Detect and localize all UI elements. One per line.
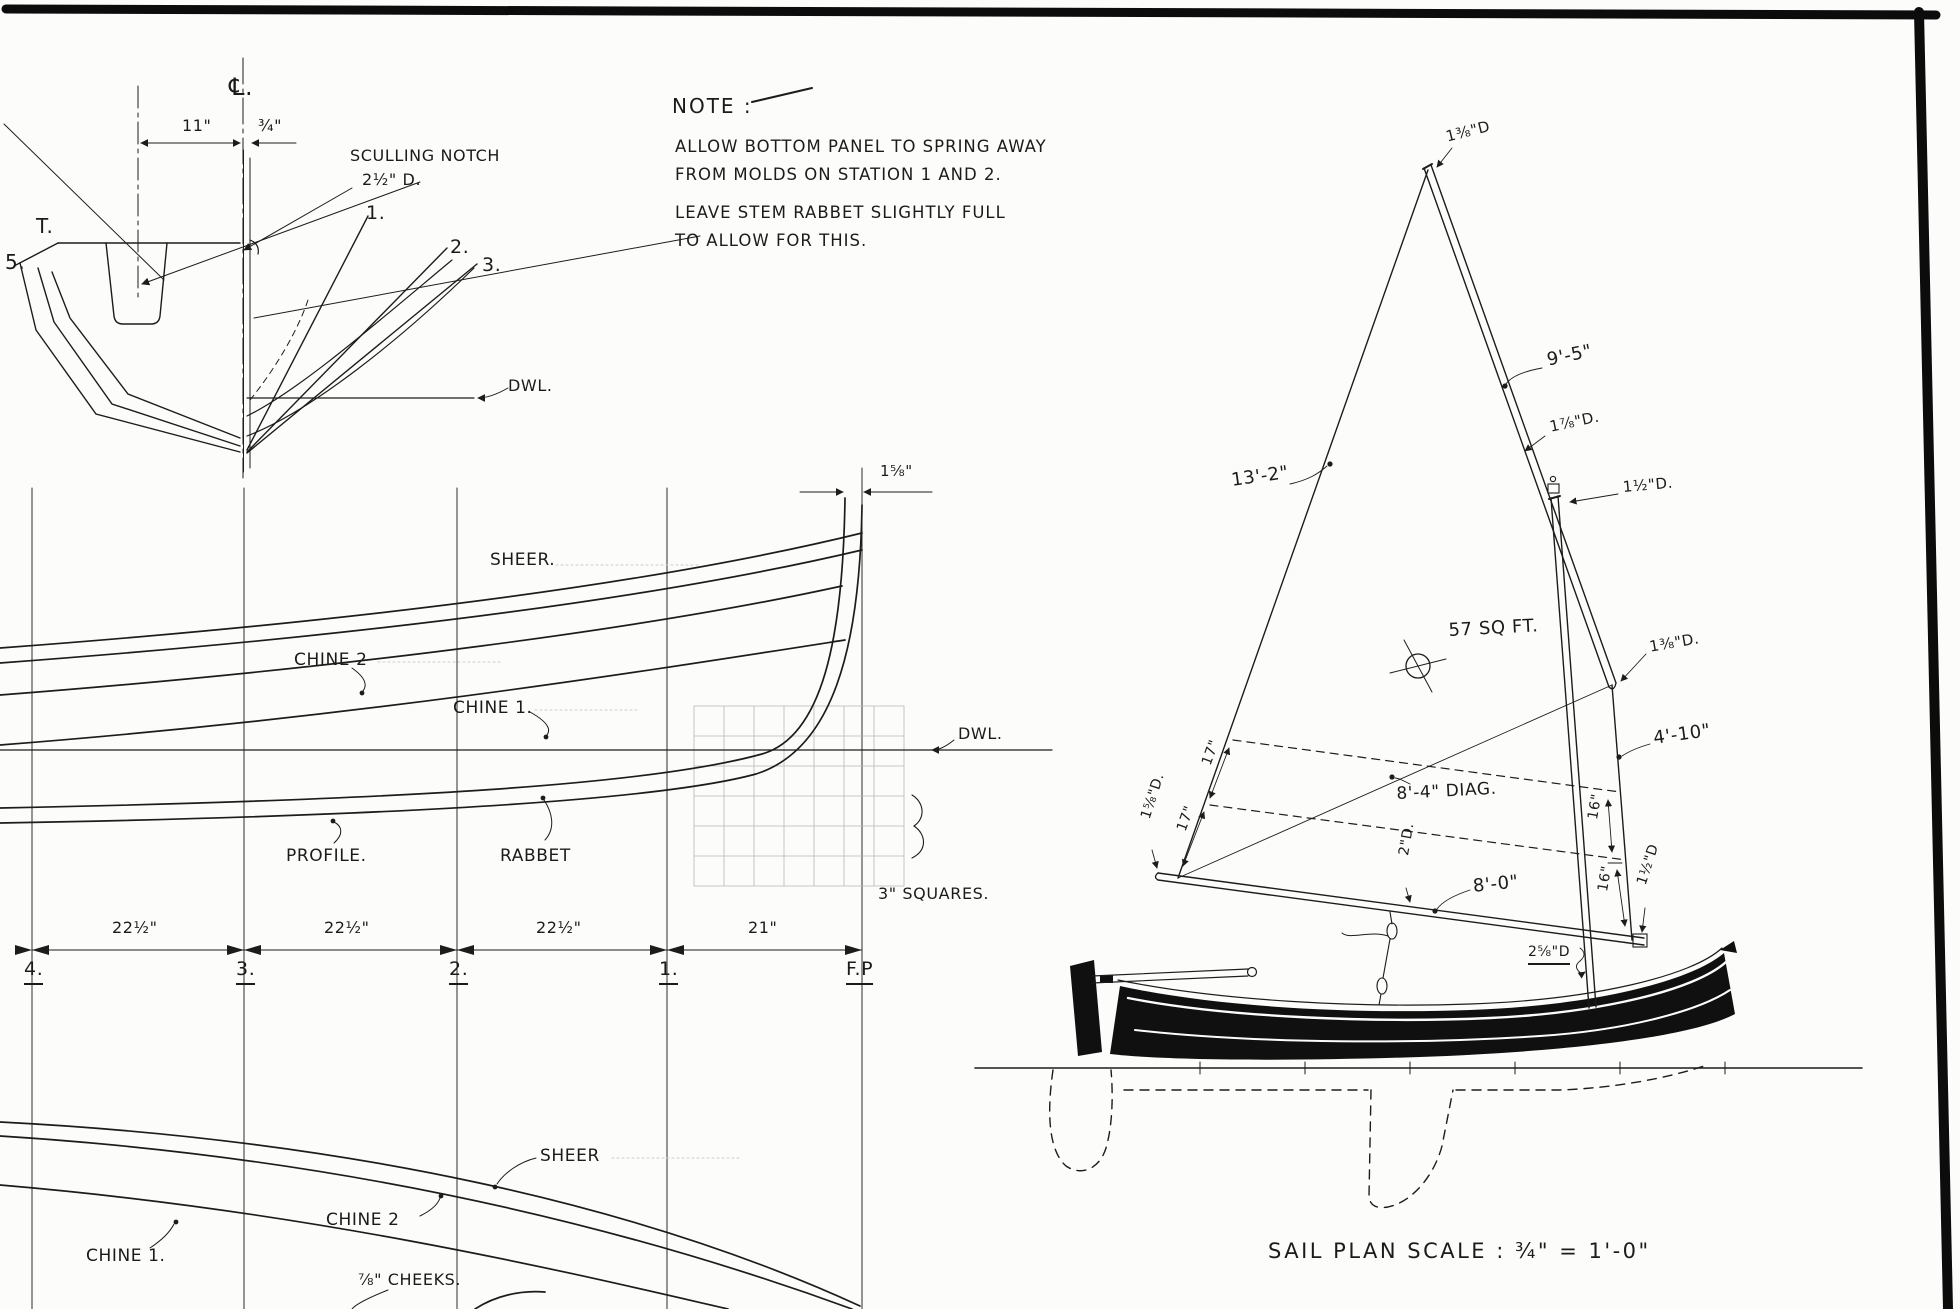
squares-label: 3" SQUARES. xyxy=(878,884,990,903)
station-dimension-row xyxy=(15,945,863,955)
hb-chine2-label: CHINE 2 xyxy=(326,1210,400,1230)
note-line-4: TO ALLOW FOR THIS. xyxy=(675,231,868,250)
profile-sheer-label: SHEER. xyxy=(490,550,556,570)
profile-chine2-label: CHINE 2 xyxy=(294,650,368,670)
sail-plan-scale-note: SAIL PLAN SCALE : ¾" = 1'-0" xyxy=(1268,1239,1651,1263)
station-4: 4. xyxy=(24,958,44,985)
foot-length-label: 8'-0" xyxy=(1472,871,1520,897)
spacing-1-fp: 21" xyxy=(748,918,778,937)
profile-label: PROFILE. xyxy=(286,846,367,866)
mast-partner-dia-label: 2⅝"D xyxy=(1528,944,1571,965)
profile-chine1-label: CHINE 1. xyxy=(453,698,533,718)
cheeks-label: ⅞" CHEEKS. xyxy=(358,1270,462,1289)
half-breadth-drawing xyxy=(0,1121,861,1309)
hb-sheer-label: SHEER xyxy=(540,1146,600,1166)
spacing-4-3: 22½" xyxy=(112,918,158,937)
sculling-notch-label: SCULLING NOTCH xyxy=(350,146,501,165)
note-line-3: LEAVE STEM RABBET SLIGHTLY FULL xyxy=(675,203,1006,222)
station-2: 2. xyxy=(449,958,469,985)
note-line-2: FROM MOLDS ON STATION 1 AND 2. xyxy=(675,165,1002,184)
hb-chine1-label: CHINE 1. xyxy=(86,1246,166,1266)
profile-dwl-label: DWL. xyxy=(958,724,1003,743)
rabbet-label: RABBET xyxy=(500,846,571,866)
body-dim-11: 11" xyxy=(182,116,212,135)
spacing-2-1: 22½" xyxy=(536,918,582,937)
stem-grid xyxy=(693,705,905,887)
stem-dim-label: 1⅝" xyxy=(880,462,913,480)
note-line-1: ALLOW BOTTOM PANEL TO SPRING AWAY xyxy=(675,137,1047,156)
sail-area-label: 57 SQ FT. xyxy=(1448,615,1539,641)
station-5-label: 5. xyxy=(5,250,26,274)
body-plan-drawing xyxy=(3,57,813,479)
station-2-label: 2. xyxy=(450,236,470,258)
hull-profile xyxy=(1110,953,1735,1060)
profile-plan-drawing xyxy=(0,467,1053,1309)
station-1-label: 1. xyxy=(366,202,386,224)
body-dim-34: ¾" xyxy=(258,116,283,135)
station-3: 3. xyxy=(236,958,256,985)
spacing-3-2: 22½" xyxy=(324,918,370,937)
station-3-label: 3. xyxy=(482,254,502,276)
station-t-label: T. xyxy=(36,214,54,238)
sail-plan-drawing xyxy=(974,147,1863,1209)
station-fp: F.P xyxy=(846,958,874,985)
note-title: NOTE : xyxy=(672,94,753,118)
station-1: 1. xyxy=(659,958,679,985)
centerline-symbol: ℄. xyxy=(229,73,254,101)
sculling-notch-dia: 2½" D. xyxy=(362,170,422,189)
sheet-border-lines xyxy=(1,4,1953,1309)
body-dwl-label: DWL. xyxy=(508,376,553,395)
